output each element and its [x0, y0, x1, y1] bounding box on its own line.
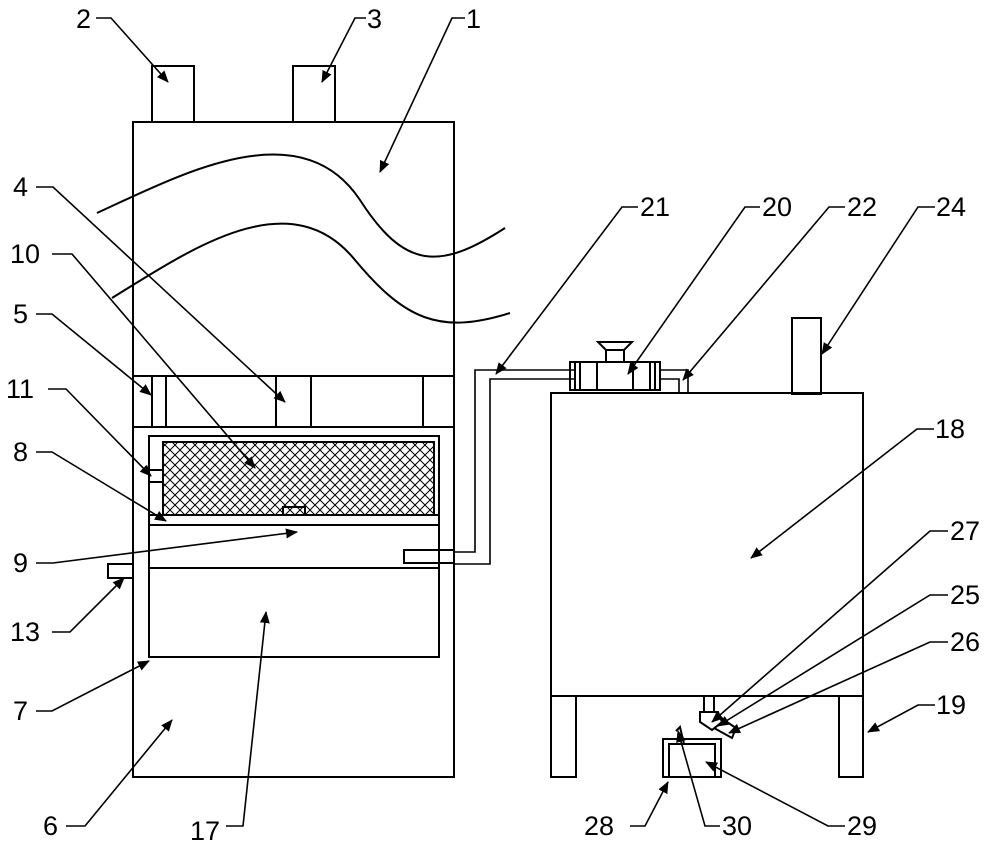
label-21: 21 — [640, 192, 670, 222]
pump-outlet-pipe-inner — [660, 378, 680, 393]
label-1: 1 — [466, 4, 481, 34]
inlet-pipe-3 — [292, 65, 336, 123]
label-8: 8 — [13, 437, 28, 467]
label-4: 4 — [13, 172, 28, 202]
leader-22 — [682, 206, 845, 381]
leader-25 — [717, 594, 948, 727]
tank — [550, 317, 864, 778]
leader-1 — [379, 17, 465, 173]
pump-neck — [605, 349, 625, 363]
label-24: 24 — [936, 192, 966, 222]
leader-13 — [52, 577, 125, 633]
label-25: 25 — [950, 580, 980, 610]
leader-19 — [867, 704, 935, 733]
label-2: 2 — [76, 4, 91, 34]
pump — [569, 341, 689, 393]
label-30: 30 — [722, 811, 752, 841]
leader-30 — [676, 730, 720, 827]
tower-body — [96, 65, 511, 778]
label-6: 6 — [43, 811, 58, 841]
pipe-inner — [454, 369, 575, 553]
leader-3 — [321, 17, 366, 83]
tank-leg-left — [550, 695, 577, 778]
part-labels: 2 3 1 4 10 5 11 8 9 13 7 6 17 21 20 22 2… — [6, 4, 980, 846]
wave-line-lower — [111, 222, 511, 324]
leader-24 — [821, 206, 935, 355]
inner-frame — [148, 435, 440, 658]
label-26: 26 — [950, 627, 980, 657]
leader-28 — [630, 781, 669, 827]
label-29: 29 — [847, 811, 877, 841]
label-3: 3 — [367, 4, 382, 34]
leader-8 — [36, 451, 167, 522]
label-22: 22 — [847, 192, 877, 222]
leader-11 — [48, 388, 152, 477]
label-13: 13 — [10, 617, 40, 647]
side-bracket — [148, 469, 164, 483]
leader-9 — [36, 528, 298, 564]
pump-outlet-pipe — [660, 369, 689, 393]
leader-10 — [52, 253, 256, 469]
leader-20 — [627, 206, 760, 375]
label-28: 28 — [584, 811, 614, 841]
pump-flange-right — [649, 361, 661, 391]
leader-6 — [66, 719, 173, 827]
label-20: 20 — [762, 192, 792, 222]
label-7: 7 — [13, 696, 28, 726]
pipe-outer — [454, 378, 575, 565]
label-11: 11 — [6, 374, 34, 404]
lower-housing — [132, 426, 455, 778]
outlet-nozzle — [403, 549, 455, 564]
leader-5 — [36, 313, 152, 396]
label-18: 18 — [935, 414, 965, 444]
leader-26 — [728, 641, 948, 734]
leader-17 — [226, 611, 270, 827]
leader-18 — [750, 428, 934, 559]
label-5: 5 — [13, 299, 28, 329]
tank-body — [550, 392, 864, 697]
label-9: 9 — [13, 548, 28, 578]
label-27: 27 — [950, 516, 980, 546]
collection-box-inner — [668, 743, 716, 778]
pump-cap — [595, 341, 635, 351]
handle — [107, 563, 134, 579]
leader-lines — [36, 17, 948, 827]
leader-2 — [96, 17, 169, 83]
label-19: 19 — [936, 690, 966, 720]
small-block — [282, 506, 306, 516]
leader-29 — [705, 761, 845, 827]
leader-27 — [711, 530, 948, 723]
wave-line-upper — [96, 153, 506, 258]
pump-body — [574, 361, 656, 391]
drain-valve — [699, 711, 724, 732]
mesh-filter — [162, 441, 435, 516]
leader-4 — [36, 186, 286, 403]
inlet-pipe-2 — [151, 65, 195, 123]
leader-7 — [36, 660, 150, 712]
connecting-pipe — [454, 369, 575, 565]
label-17: 17 — [190, 816, 220, 846]
tank-leg-right — [838, 695, 864, 778]
leader-21 — [495, 206, 638, 375]
label-10: 10 — [10, 239, 40, 269]
vent-pipe — [791, 317, 822, 395]
pump-flange-left — [569, 361, 581, 391]
